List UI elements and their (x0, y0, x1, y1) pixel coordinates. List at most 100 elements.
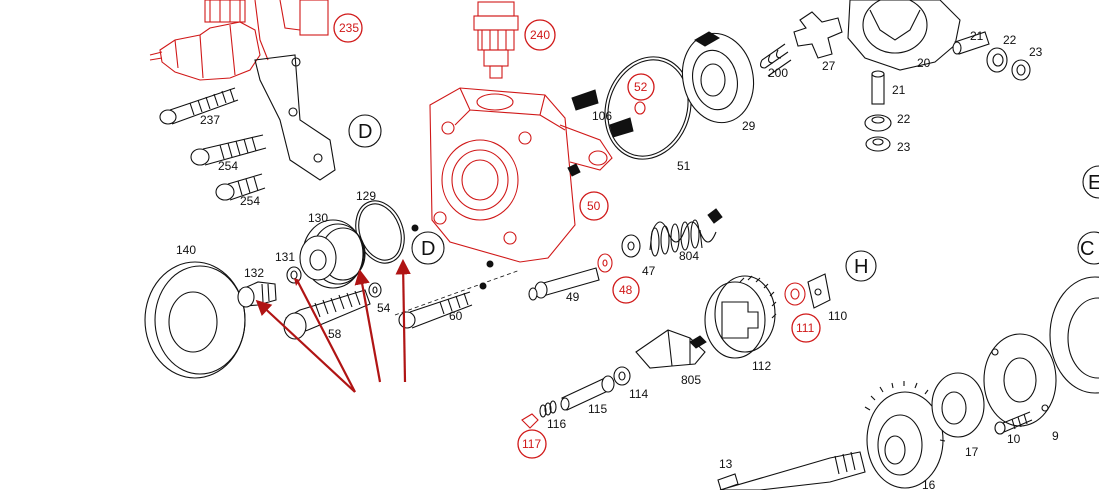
reference-letter-c: C (1080, 238, 1094, 260)
lever-805 (635, 329, 707, 369)
bolt-58 (283, 289, 371, 340)
arrow-to-129 (395, 258, 411, 383)
callout-circle-240 (524, 19, 556, 51)
label-140: 140 (176, 243, 196, 257)
oring-52 (634, 101, 646, 115)
pin-49 (528, 267, 600, 301)
valve-240 (473, 1, 519, 79)
label-23: 23 (897, 140, 911, 154)
housing-cover-right (1049, 276, 1099, 394)
bracket-plate (254, 54, 336, 181)
label-112: 112 (752, 359, 771, 373)
label-13: 13 (719, 457, 733, 471)
drive-shaft (719, 451, 866, 490)
annotation-arrows (255, 258, 411, 393)
label-20: 20 (917, 56, 931, 70)
plate-9 (983, 333, 1057, 427)
washer-111 (784, 282, 806, 306)
reference-letter-d: D (358, 121, 372, 143)
label-129: 129 (356, 189, 376, 203)
label-111: 111 (796, 321, 815, 335)
ring-22-lower (864, 114, 892, 132)
bracket-110 (807, 273, 831, 309)
label-58: 58 (328, 327, 342, 341)
dot-marker (486, 260, 494, 268)
reference-marker-h (845, 250, 877, 282)
arrow-to-130 (354, 268, 382, 383)
label-240: 240 (530, 28, 550, 42)
label-254: 254 (240, 194, 260, 208)
gear-16 (864, 381, 946, 489)
seal-ring-140 (144, 261, 246, 379)
oring-51 (604, 56, 692, 160)
pump-housing (429, 87, 613, 263)
label-114: 114 (629, 387, 648, 401)
reference-letter-d: D (421, 238, 435, 260)
label-27: 27 (822, 59, 836, 73)
screw-254-upper (190, 134, 267, 166)
pin-21-lower (871, 70, 885, 105)
label-52: 52 (634, 80, 648, 94)
washer-23-upper (1011, 59, 1031, 81)
label-54: 54 (377, 301, 391, 315)
label-21: 21 (970, 29, 984, 43)
coupling-112 (704, 275, 777, 359)
callout-circle-235 (333, 13, 363, 43)
label-23: 23 (1029, 45, 1043, 59)
spring-200 (759, 43, 792, 77)
shaft-115 (560, 375, 615, 411)
arrowhead (294, 278, 300, 286)
callout-circle-111 (791, 313, 821, 343)
reference-letter-e: E (1088, 172, 1099, 194)
callout-circle-52 (627, 73, 655, 101)
label-130: 130 (308, 211, 328, 225)
ring-17 (931, 372, 985, 438)
cover-plate-29 (681, 31, 755, 124)
label-60: 60 (449, 309, 463, 323)
arrow-to-132 (255, 299, 356, 393)
pin-21-upper (952, 31, 990, 55)
dot-marker (411, 224, 419, 232)
cross-piece-27 (793, 11, 843, 59)
ring-131 (286, 266, 302, 284)
label-50: 50 (587, 199, 601, 213)
solenoid-235 (149, 0, 329, 81)
pulley-130 (299, 219, 366, 289)
washer-47 (621, 234, 641, 258)
screw-10 (994, 411, 1033, 435)
reference-letter-h: H (854, 256, 868, 278)
reference-marker-e (1082, 165, 1099, 199)
label-106: 106 (592, 109, 612, 123)
label-110: 110 (828, 309, 847, 323)
label-200: 200 (768, 66, 788, 80)
washer-114 (613, 366, 631, 386)
screw-254-lower (215, 173, 266, 201)
reference-marker-d-upper (348, 114, 382, 148)
label-131: 131 (275, 250, 295, 264)
label-804: 804 (679, 249, 699, 263)
label-237: 237 (200, 113, 220, 127)
label-254: 254 (218, 159, 238, 173)
label-21: 21 (892, 83, 906, 97)
reference-marker-d-lower (411, 231, 445, 265)
bolt-60 (398, 282, 487, 329)
label-22: 22 (1003, 33, 1017, 47)
label-235: 235 (339, 21, 359, 35)
spring-804 (649, 208, 723, 257)
label-17: 17 (965, 445, 979, 459)
label-51: 51 (677, 159, 691, 173)
label-47: 47 (642, 264, 656, 278)
callout-circle-50 (579, 191, 609, 221)
washer-23-lower (865, 136, 891, 152)
washer-54 (368, 282, 382, 298)
label-10: 10 (1007, 432, 1021, 446)
label-116: 116 (547, 417, 566, 431)
label-49: 49 (566, 290, 580, 304)
labels: 235 240 237 254 254 52 106 51 29 200 27 … (176, 21, 1099, 490)
cap-117 (521, 413, 539, 429)
label-805: 805 (681, 373, 701, 387)
label-48: 48 (619, 283, 633, 297)
label-132: 132 (244, 266, 264, 280)
key-13 (717, 473, 739, 490)
